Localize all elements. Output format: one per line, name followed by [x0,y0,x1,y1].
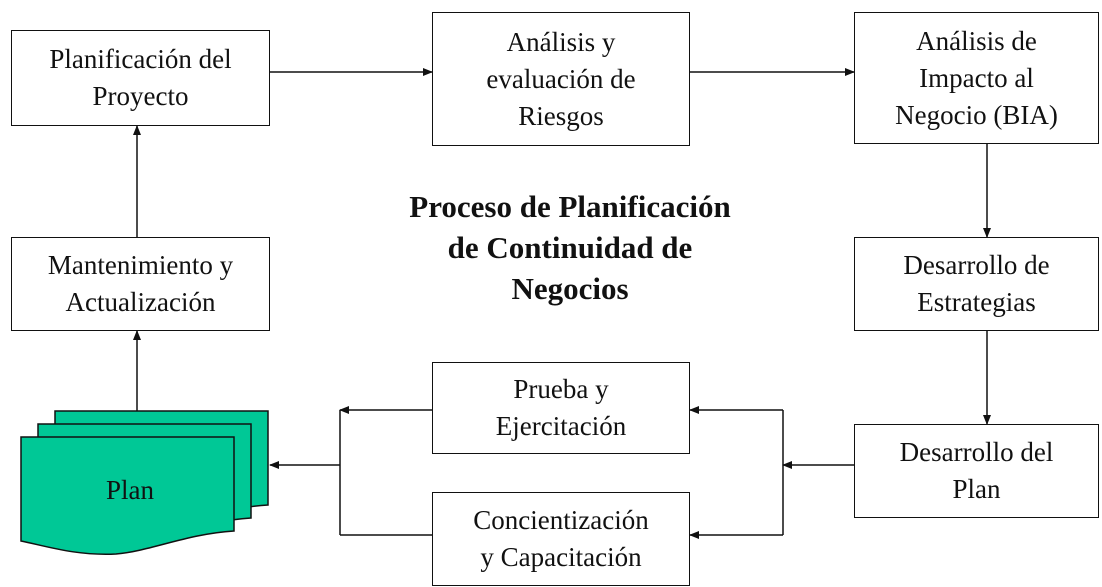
box-analisis-impacto: Análisis de Impacto al Negocio (BIA) [854,12,1099,144]
box-line: Negocio (BIA) [895,99,1058,130]
box-desarrollo-plan: Desarrollo del Plan [854,424,1099,518]
box-prueba-ejercitacion: Prueba y Ejercitación [432,362,690,454]
box-line: Concientización [473,505,649,535]
box-line: Riesgos [518,100,604,131]
box-line: Estrategias [917,287,1036,317]
box-mantenimiento: Mantenimiento y Actualización [11,237,270,331]
box-line: Planificación del [49,44,232,74]
box-concientizacion: Concientización y Capacitación [432,492,690,586]
box-line: y Capacitación [480,542,642,572]
box-line: Actualización [65,287,216,317]
box-line: Prueba y [513,374,609,404]
box-line: Análisis de [916,25,1037,56]
box-desarrollo-estrategias: Desarrollo de Estrategias [854,237,1099,331]
box-line: Análisis y [506,26,616,57]
box-line: Desarrollo del [899,437,1054,467]
box-planificacion-proyecto: Planificación del Proyecto [11,30,270,126]
box-analisis-riesgos: Análisis y evaluación de Riesgos [432,12,690,146]
plan-document-icon [20,410,269,556]
title-line: Negocios [511,271,629,306]
box-line: Proyecto [92,81,189,111]
title-line: Proceso de Planificación [409,189,731,224]
box-line: Ejercitación [495,411,627,441]
plan-label: Plan [105,475,154,505]
box-line: Mantenimiento y [47,250,234,280]
box-line: Plan [952,474,1001,504]
box-line: evaluación de [486,63,636,94]
title-line: de Continuidad de [447,230,693,265]
diagram-title: Proceso de Planificación de Continuidad … [340,186,800,309]
box-line: Impacto al [919,62,1034,93]
box-line: Desarrollo de [903,250,1050,280]
